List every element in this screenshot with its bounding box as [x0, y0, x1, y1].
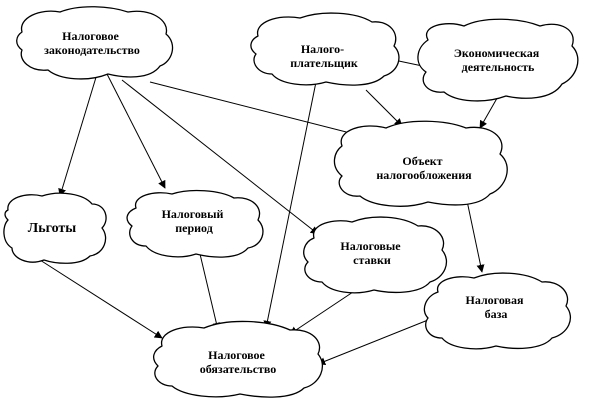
node-payer: Налого- плательщик: [250, 12, 400, 86]
cloud-base-shape: [423, 272, 571, 350]
label-duty-line-2: обязательство: [200, 362, 277, 376]
label-object-line-2: налогообложения: [376, 168, 472, 182]
arrow-period-to-duty: [199, 253, 221, 331]
label-benefits: Льготы: [28, 221, 77, 236]
label-econ-line-2: деятельность: [462, 60, 535, 74]
arrow-payer-to-object: [365, 89, 403, 127]
arrow-object-to-base: [465, 195, 485, 273]
cloud-duty-shape: [152, 320, 323, 398]
label-law-line-1: Налоговое: [62, 29, 119, 43]
label-period: Налоговый период: [162, 207, 227, 235]
label-law-line-2: законодательство: [44, 43, 140, 57]
label-benefits-line-1: Льготы: [28, 221, 77, 236]
label-payer-line-2: плательщик: [290, 56, 358, 70]
cloud-payer-shape: [250, 12, 400, 86]
arrow-benefits-to-duty: [39, 259, 163, 339]
cloud-period-shape: [126, 189, 264, 258]
node-period: Налоговый период: [126, 189, 264, 258]
arrow-law-to-rates: [121, 79, 319, 235]
cloud-benefits-shape: [3, 192, 107, 264]
label-rates: Налоговые ставки: [340, 239, 403, 267]
cloud-object-shape: [333, 120, 508, 207]
arrow-base-to-duty: [317, 315, 439, 366]
label-object-line-1: Объект: [402, 154, 442, 168]
label-object: Объект налогообложения: [376, 154, 472, 182]
label-econ: Экономическая деятельность: [454, 46, 542, 74]
arrow-rates-to-duty: [289, 289, 357, 335]
node-base: Налоговая база: [423, 272, 571, 350]
cloud-law-shape: [16, 6, 174, 80]
edges-layer: [39, 59, 505, 366]
label-base-line-1: Налоговая: [466, 293, 525, 307]
arrow-payer-to-duty: [263, 81, 317, 329]
label-period-line-2: период: [175, 221, 213, 235]
label-rates-line-2: ставки: [353, 253, 391, 267]
arrow-law-to-period: [106, 73, 166, 189]
node-duty: Налоговое обязательство: [152, 320, 323, 398]
label-econ-line-1: Экономическая: [454, 46, 540, 60]
arrow-law-to-benefits: [58, 73, 98, 197]
node-econ: Экономическая деятельность: [417, 18, 579, 102]
label-base-line-2: база: [485, 307, 508, 321]
node-object: Объект налогообложения: [333, 120, 508, 207]
node-law: Налоговое законодательство: [16, 6, 174, 80]
node-rates: Налоговые ставки: [303, 216, 447, 294]
cloud-econ-shape: [417, 18, 579, 102]
label-law: Налоговое законодательство: [44, 29, 140, 57]
label-payer: Налого- плательщик: [290, 42, 358, 70]
label-duty: Налоговое обязательство: [200, 348, 277, 376]
label-rates-line-1: Налоговые: [340, 239, 401, 253]
label-payer-line-1: Налого-: [301, 42, 344, 56]
node-benefits: Льготы: [3, 192, 107, 264]
arrow-law-to-object: [149, 81, 363, 139]
cloud-rates-shape: [303, 216, 447, 294]
label-duty-line-1: Налоговое: [208, 348, 265, 362]
label-period-line-1: Налоговый: [162, 207, 224, 221]
label-base: Налоговая база: [466, 293, 527, 321]
